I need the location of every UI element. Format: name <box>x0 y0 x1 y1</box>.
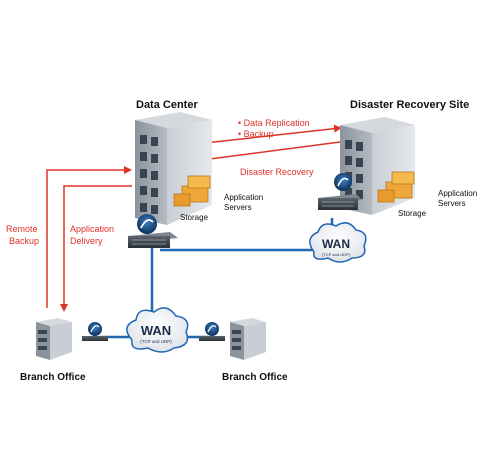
wan-cloud-bottom: WAN (TCP and UDP) <box>126 307 189 353</box>
data-center-windows <box>140 135 158 214</box>
branch-left-title: Branch Office <box>20 372 86 383</box>
app-delivery-label-2: Delivery <box>70 236 103 246</box>
data-center-building <box>135 112 212 225</box>
branch-left-building <box>36 318 72 360</box>
dr-site-title: Disaster Recovery Site <box>350 99 469 111</box>
wan-top-sublabel: (TCP and UDP) <box>322 252 351 257</box>
dr-building <box>340 117 415 215</box>
wan-bottom-label: WAN <box>141 323 171 338</box>
wan-bottom-sublabel: (TCP and UDP) <box>140 339 172 344</box>
dr-app-servers-label-1: Application <box>438 189 477 198</box>
branch-right-building <box>230 318 266 360</box>
arrow-application-delivery <box>60 185 132 312</box>
dc-accelerator-icon <box>137 214 157 234</box>
branch-right-title: Branch Office <box>222 372 288 383</box>
dc-app-servers-label-1: Application <box>224 193 263 202</box>
replication-label-1: • Data Replication <box>238 118 310 128</box>
remote-backup-label-2: Backup <box>9 236 39 246</box>
dc-storage-label: Storage <box>180 213 209 222</box>
arrow-remote-backup <box>46 166 132 308</box>
wan-cloud-top: WAN (TCP and UDP) <box>309 222 367 263</box>
dc-server-rack-icon <box>128 232 178 248</box>
dr-storage-label: Storage <box>398 209 427 218</box>
dr-accelerator-icon <box>334 173 352 191</box>
dr-storage-icon <box>377 171 415 203</box>
app-delivery-label-1: Application <box>70 224 114 234</box>
data-center-title: Data Center <box>136 99 198 111</box>
branch-left-accelerator-icon <box>82 322 108 341</box>
data-center-storage-icon <box>173 175 211 207</box>
branch-right-accelerator-icon <box>199 322 225 341</box>
dc-app-servers-label-2: Servers <box>224 203 252 212</box>
arrow-data-replication <box>204 124 342 144</box>
flow-arrows <box>46 124 342 312</box>
remote-backup-label-1: Remote <box>6 224 38 234</box>
wan-top-label: WAN <box>322 237 350 251</box>
disaster-recovery-label: Disaster Recovery <box>240 167 314 177</box>
arrow-disaster-recovery <box>200 141 341 164</box>
dr-app-servers-label-2: Servers <box>438 199 466 208</box>
dr-server-rack-icon <box>318 194 362 210</box>
replication-label-2: • Backup <box>238 129 274 139</box>
